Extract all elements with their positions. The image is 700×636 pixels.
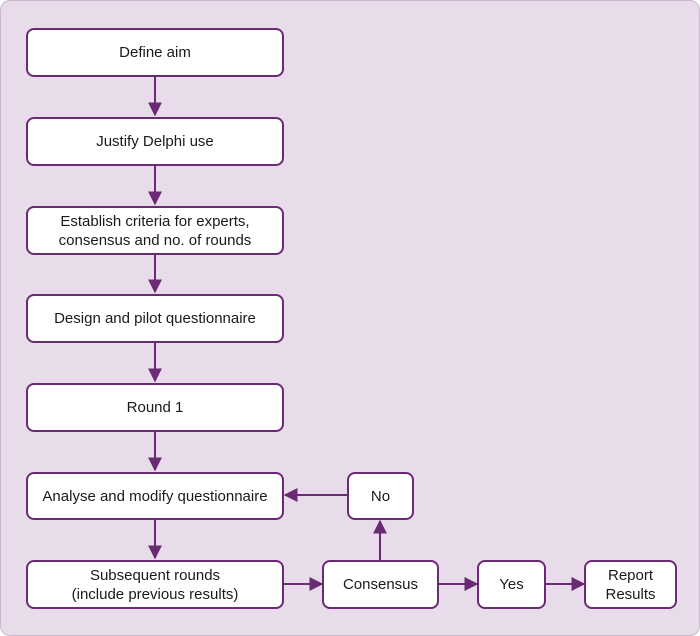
consensus-box: Consensus: [322, 560, 439, 609]
justify-delphi-box: Justify Delphi use: [26, 117, 284, 166]
subsequent-rounds-label: Subsequent rounds (include previous resu…: [71, 566, 239, 603]
round-1-label: Round 1: [126, 399, 184, 416]
subsequent-rounds-box: Subsequent rounds (include previous resu…: [26, 560, 284, 609]
define-aim-label: Define aim: [119, 44, 191, 61]
analyse-modify-label: Analyse and modify questionnaire: [42, 487, 268, 505]
design-pilot-box: Design and pilot questionnaire: [26, 294, 284, 343]
no-label: No: [370, 487, 391, 505]
consensus-label: Consensus: [342, 576, 419, 593]
no-box: No: [347, 472, 414, 520]
report-results-label: Report Results: [605, 566, 656, 603]
establish-criteria-label: Establish criteria for experts, consensu…: [58, 212, 252, 249]
design-pilot-label: Design and pilot questionnaire: [54, 310, 256, 327]
analyse-modify-box: Analyse and modify questionnaire: [26, 472, 284, 520]
round-1-box: Round 1: [26, 383, 284, 432]
justify-delphi-label: Justify Delphi use: [96, 133, 214, 150]
yes-label: Yes: [499, 576, 524, 593]
define-aim-box: Define aim: [26, 28, 284, 77]
report-results-box: Report Results: [584, 560, 677, 609]
yes-box: Yes: [477, 560, 546, 609]
establish-criteria-box: Establish criteria for experts, consensu…: [26, 206, 284, 255]
